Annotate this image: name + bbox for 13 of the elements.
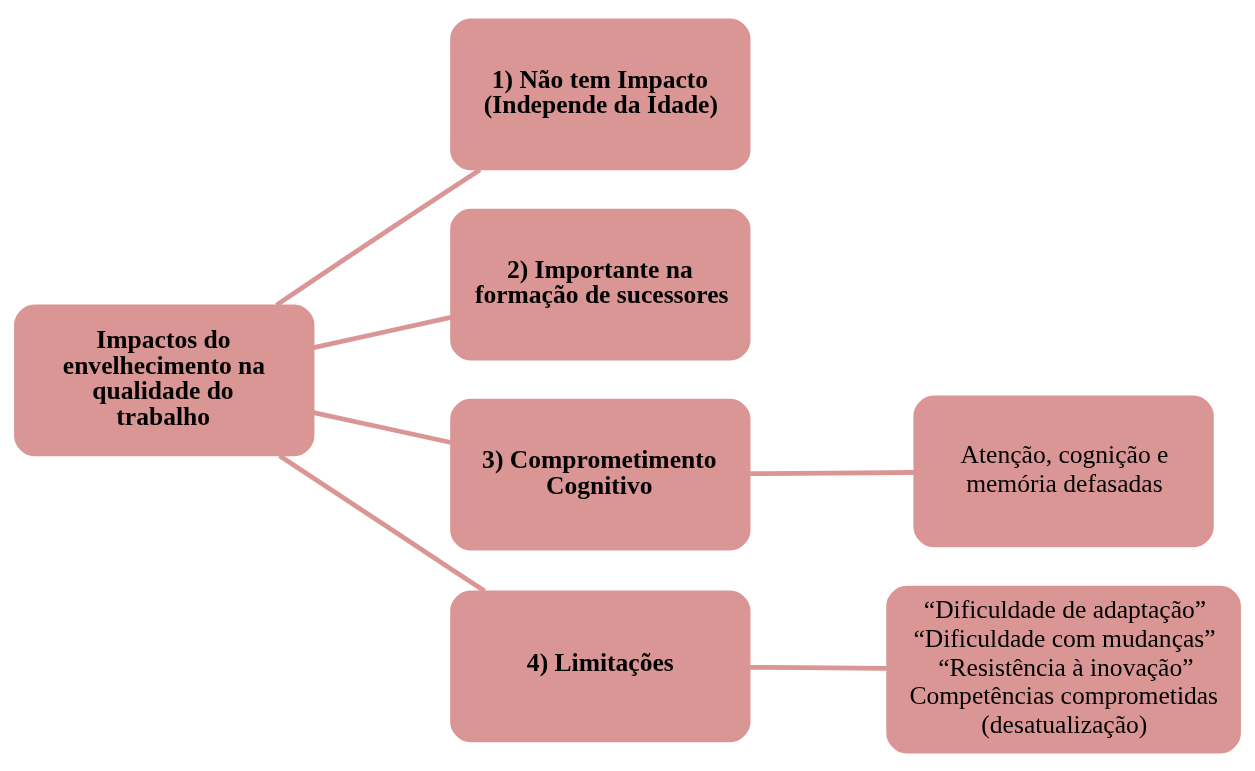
- connector: [313, 314, 452, 350]
- node-box: Atenção, cognição e memória defasadas: [913, 395, 1214, 547]
- node-box: 4) Limitações: [450, 589, 751, 742]
- connector: [278, 453, 486, 593]
- connector: [313, 409, 452, 445]
- connector: [275, 167, 482, 307]
- node-box: Impactos do envelhecimento na qualidade do trabalho: [14, 304, 315, 456]
- connector: [750, 469, 915, 476]
- node-box: 1) Não tem Impacto (Independe da Idade): [450, 18, 751, 170]
- node-box: 3) Comprometimento Cognitivo: [450, 398, 751, 551]
- node-box: “Dificuldade de adaptação” “Dificuldade com mudanças” “Resistência à inovação” Competências comprometidas (desatualização): [886, 585, 1241, 753]
- connector: [750, 664, 887, 671]
- node-box: 2) Importante na formação de sucessores: [450, 208, 751, 360]
